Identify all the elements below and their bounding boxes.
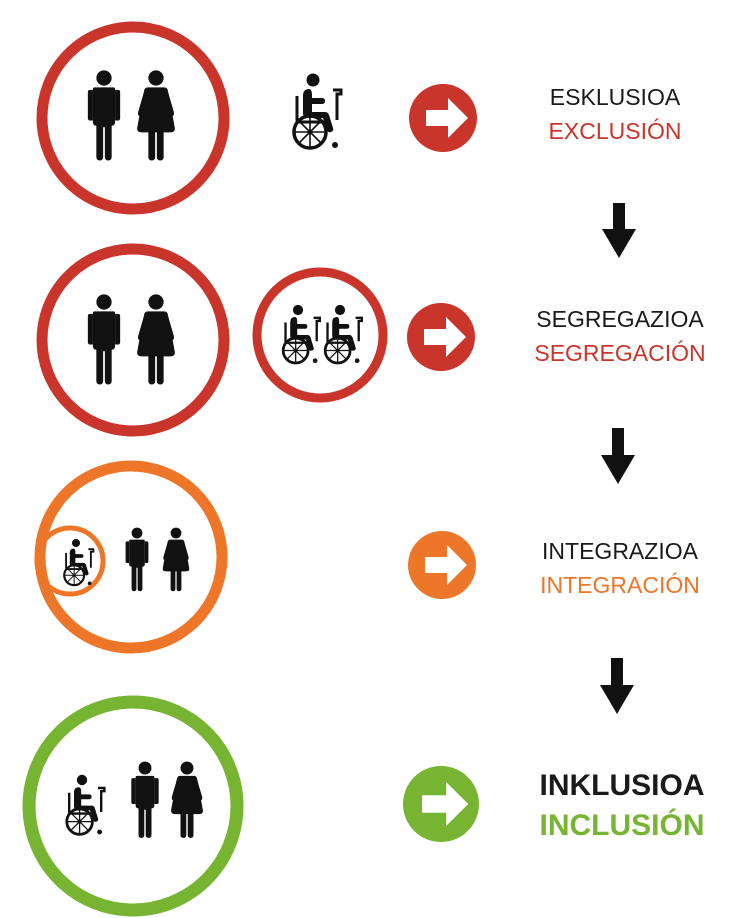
basque-label: INKLUSIOA: [539, 769, 705, 802]
stage-segregation: [36, 243, 475, 437]
woman-icon: [137, 70, 175, 161]
stage-label-segregation: SEGREGAZIOA SEGREGACIÓN: [510, 302, 730, 370]
stage-label-inclusion: INKLUSIOA INCLUSIÓN: [512, 766, 732, 846]
wheelchair-user-icon: [65, 773, 106, 836]
wheelchair-user-icon: [281, 303, 322, 365]
man-icon: [131, 761, 159, 838]
stage-label-exclusion: ESKLUSIOA EXCLUSIÓN: [505, 80, 725, 148]
stage-integration: [34, 460, 476, 654]
down-arrow-icon: [601, 428, 635, 484]
spanish-label: EXCLUSIÓN: [548, 118, 682, 144]
man-icon: [87, 70, 121, 161]
spanish-label: INTEGRACIÓN: [540, 572, 700, 598]
woman-icon: [171, 761, 203, 838]
down-arrow-icon: [600, 658, 634, 714]
segregated-group-circle: [252, 267, 388, 403]
society-circle: [34, 460, 228, 654]
woman-icon: [137, 294, 175, 385]
down-arrow-icon: [602, 203, 636, 258]
spanish-label: INCLUSIÓN: [539, 809, 705, 842]
stage-exclusion: [36, 21, 477, 215]
man-icon: [125, 527, 149, 592]
spanish-label: SEGREGACIÓN: [534, 340, 706, 366]
wheelchair-user-icon: [292, 71, 343, 150]
stage-inclusion: [22, 695, 479, 917]
man-icon: [87, 294, 121, 385]
basque-label: ESKLUSIOA: [549, 84, 681, 110]
wheelchair-user-icon: [323, 303, 364, 365]
basque-label: INTEGRAZIOA: [542, 538, 698, 564]
integrated-group-circle: [34, 525, 106, 597]
society-circle: [22, 695, 244, 917]
basque-label: SEGREGAZIOA: [536, 306, 704, 332]
society-circle: [36, 21, 230, 215]
stage-label-integration: INTEGRAZIOA INTEGRACIÓN: [510, 534, 730, 602]
wheelchair-user-icon: [63, 537, 95, 587]
society-circle: [36, 243, 230, 437]
woman-icon: [162, 527, 190, 592]
